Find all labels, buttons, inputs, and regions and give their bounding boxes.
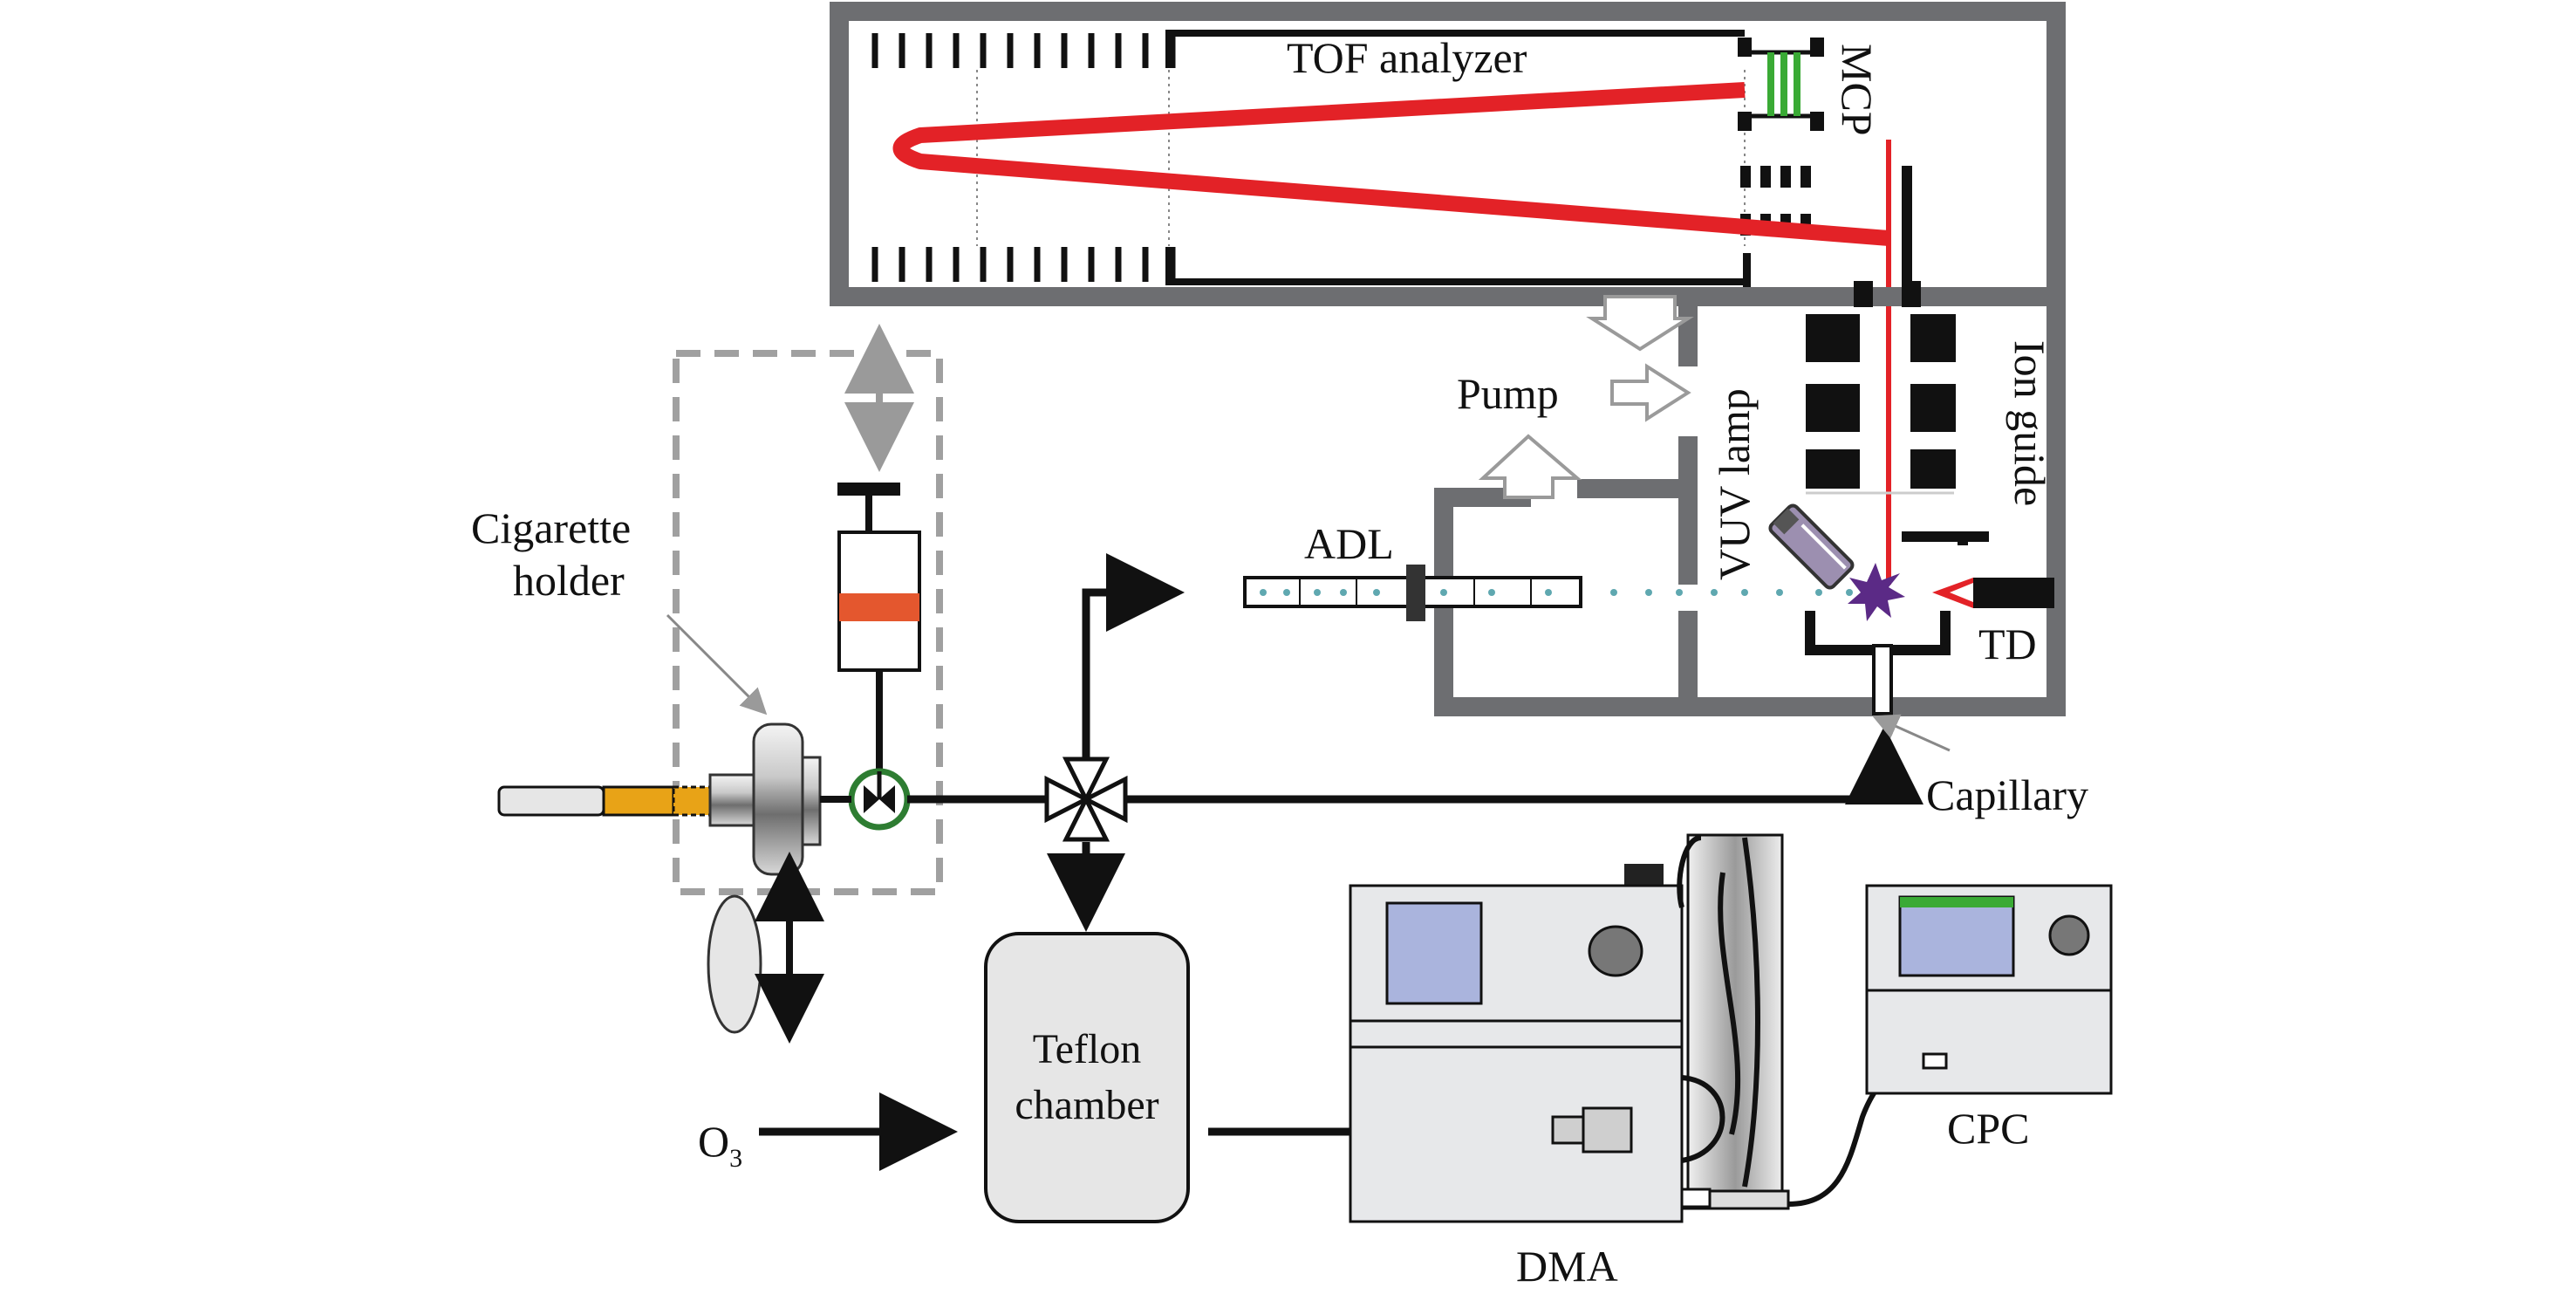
label-pump: Pump <box>1457 369 1559 418</box>
particle-beam <box>1260 589 1853 596</box>
label-td: TD <box>1978 620 2037 668</box>
ion-trajectory <box>892 82 1889 246</box>
syringe <box>837 483 921 777</box>
pump-arrows <box>1478 295 1694 499</box>
ion-source-chamber: Ion guide TD VUV lamp <box>1678 281 2066 716</box>
tof-analyzer-chamber: TOF analyzer MCP <box>830 2 2066 585</box>
label-teflon-2: chamber <box>1015 1082 1158 1128</box>
drift-tube <box>1165 30 1745 285</box>
label-adl: ADL <box>1304 519 1394 568</box>
capillary-tube <box>1872 644 1893 715</box>
label-ion-guide: Ion guide <box>2005 340 2054 506</box>
flow-tubing <box>759 553 1923 1171</box>
reflectron-electrodes-bottom <box>871 247 1176 282</box>
three-way-valve <box>848 768 911 831</box>
vuv-ionization-spark <box>1848 563 1905 621</box>
ion-guide-electrodes <box>1806 281 1956 489</box>
label-cpc: CPC <box>1947 1104 2030 1153</box>
extraction-plate <box>1902 166 1912 284</box>
label-mcp: MCP <box>1833 44 1882 136</box>
label-vuv-lamp: VUV lamp <box>1710 388 1759 580</box>
cigarette <box>497 785 712 817</box>
dma-instrument: DMA <box>1349 833 1933 1291</box>
label-teflon-1: Teflon <box>1033 1026 1142 1072</box>
holder-cylinder <box>708 722 822 876</box>
teflon-chamber: Teflon chamber <box>984 932 1190 1223</box>
filter-pad <box>707 894 762 1034</box>
td-probe <box>1932 578 2054 608</box>
four-way-cross <box>1044 757 1128 842</box>
label-ozone: O3 <box>698 1117 742 1173</box>
cigarette-holder-unit: Cigarette holder <box>471 324 943 1044</box>
label-tof-analyzer: TOF analyzer <box>1287 33 1527 82</box>
label-cigarette-holder-2: holder <box>513 556 625 605</box>
aerodynamic-lens <box>1243 565 1582 621</box>
reflectron-electrodes-top <box>871 33 1176 68</box>
label-capillary: Capillary <box>1926 770 2088 819</box>
adl-chamber: Pump ADL <box>1243 295 1853 716</box>
label-cigarette-holder-1: Cigarette <box>471 503 631 552</box>
cpc-instrument: CPC <box>1865 884 2113 1153</box>
vuv-lamp <box>1768 503 1855 590</box>
label-dma: DMA <box>1516 1242 1618 1291</box>
mcp-detector <box>1738 38 1824 131</box>
